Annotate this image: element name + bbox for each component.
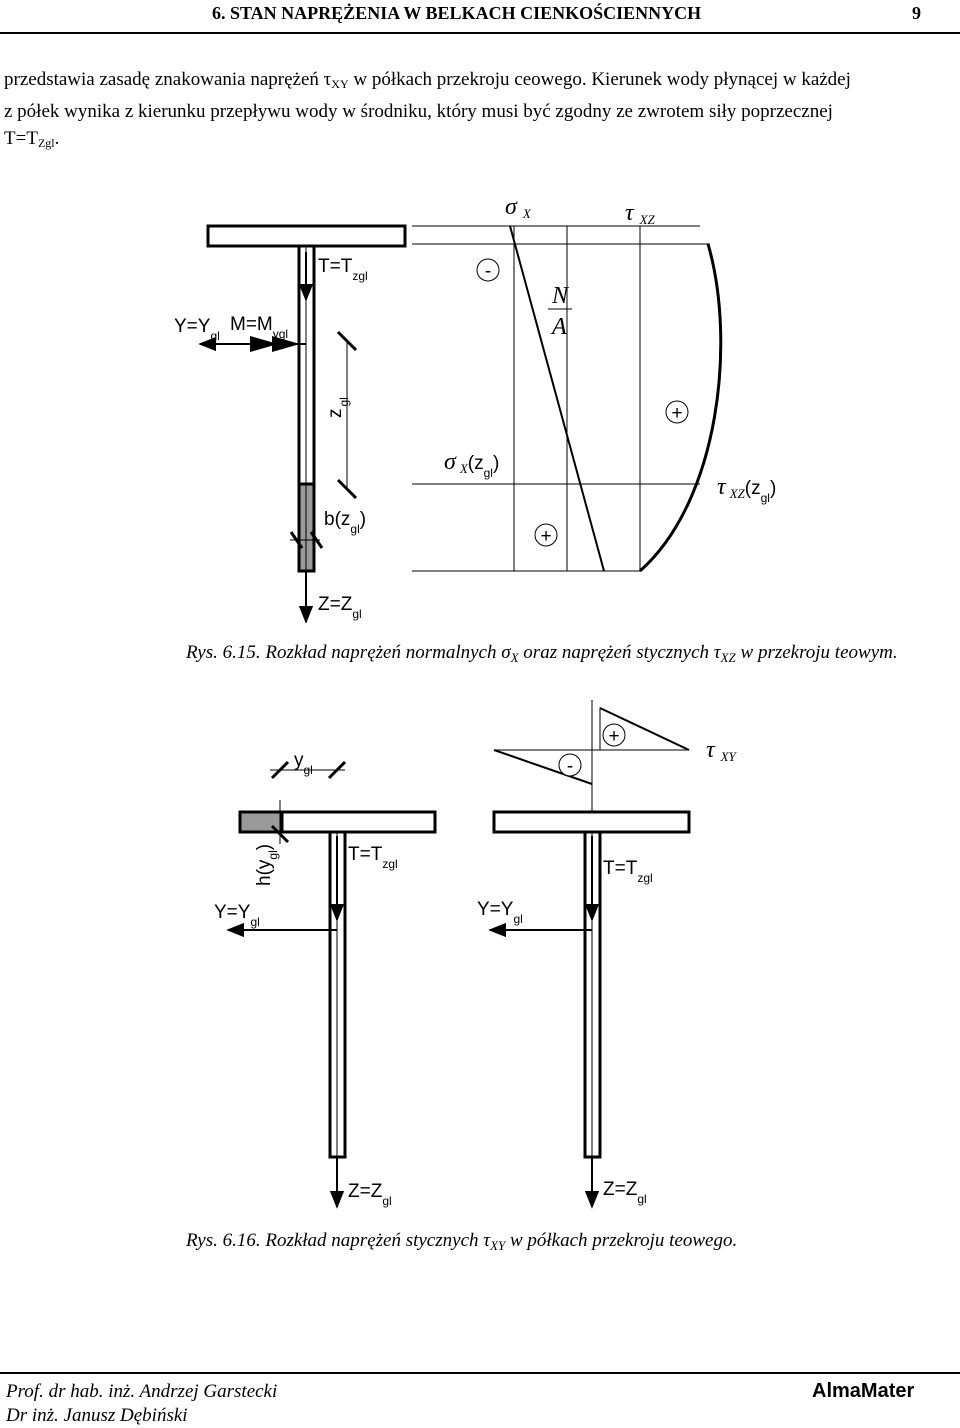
left-Z-label: Z=Zgl — [348, 1181, 392, 1208]
M-label: M=Mygl — [230, 314, 288, 341]
z-label: zgl — [325, 397, 351, 418]
body-paragraph: przedstawia zasadę znakowania naprężeń τ… — [4, 66, 954, 157]
text-run: . — [54, 128, 60, 149]
left-T-label: T=Tzgl — [348, 844, 398, 871]
b-tick-right — [309, 531, 324, 549]
minus-sign: - — [485, 261, 491, 282]
right-T-label: T=Tzgl — [603, 858, 653, 885]
author-1: Prof. dr hab. inż. Andrzej Garstecki — [6, 1381, 278, 1402]
plus-sign-circle-sigma — [534, 523, 558, 547]
tau-xy-edge — [599, 707, 690, 751]
N-label: N — [551, 283, 570, 309]
h-dim-tick-bottom — [270, 824, 290, 844]
z-dim-tick-bottom — [336, 478, 358, 500]
h-label: h(ygl) — [254, 844, 280, 886]
brand-name: AlmaMater — [812, 1380, 915, 1402]
footer-authors: Prof. dr hab. inż. Andrzej Garstecki Dr … — [6, 1380, 277, 1428]
minus-sign-xy: - — [567, 756, 573, 777]
minus-sign-circle — [476, 258, 500, 282]
z-dim-tick-top — [336, 330, 358, 352]
plus-sign-sigma: + — [540, 526, 551, 547]
text-run: w półkach przekroju ceowego. Kierunek wo… — [348, 69, 851, 90]
Z-label: Z=Zgl — [318, 594, 362, 621]
header-rule — [0, 32, 960, 34]
Y-label: Y=Ygl — [174, 316, 220, 343]
paragraph-line-2: z półek wynika z kierunku przepływu wody… — [4, 101, 833, 122]
minus-sign-circle-xy — [558, 753, 582, 777]
text-run: przedstawia zasadę znakowania naprężeń τ — [4, 69, 332, 90]
subscript: Zgl — [37, 136, 55, 150]
tau-distribution-curve — [639, 243, 723, 573]
chapter-title: 6. STAN NAPRĘŻENIA W BELKACH CIENKOŚCIEN… — [212, 3, 702, 23]
subscript: XY — [331, 77, 349, 91]
page-number: 9 — [912, 3, 921, 23]
tau-xy-edge-neg — [493, 749, 593, 785]
y-label: ygl — [294, 750, 313, 777]
y-dim-tick-right — [327, 760, 347, 780]
right-flange — [492, 810, 691, 834]
b-tick-left — [289, 531, 304, 549]
plus-sign-xy: + — [608, 726, 619, 747]
caption-6-16: Rys. 6.16. Rozkład naprężeń stycznych τX… — [185, 1230, 737, 1250]
T-label: T=Tzgl — [318, 256, 368, 283]
sigma-distribution-line — [509, 225, 605, 572]
text-run: T=T — [4, 128, 38, 149]
caption-6-15: Rys. 6.15. Rozkład naprężeń normalnych σ… — [185, 642, 898, 665]
footer-rule — [0, 1372, 960, 1374]
right-Y-label: Y=Ygl — [477, 899, 523, 926]
right-Z-label: Z=Zgl — [603, 1179, 647, 1206]
y-dim-tick-left — [270, 760, 290, 780]
plus-sign-circle-xy — [602, 723, 626, 747]
plus-sign-tau: + — [671, 403, 682, 424]
paragraph-line-1: przedstawia zasadę znakowania naprężeń τ… — [4, 66, 954, 98]
author-2: Dr inż. Janusz Dębiński — [6, 1405, 188, 1426]
plus-sign-circle-tau — [665, 400, 689, 424]
paragraph-line-3: T=TZgl. — [4, 125, 954, 157]
b-label: b(zgl) — [324, 509, 366, 536]
A-label: A — [550, 314, 567, 340]
left-Y-label: Y=Ygl — [214, 902, 260, 929]
M-double-arrow — [250, 336, 300, 352]
flange — [206, 224, 407, 248]
page-header: 6. STAN NAPRĘŻENIA W BELKACH CIENKOŚCIEN… — [0, 0, 960, 34]
